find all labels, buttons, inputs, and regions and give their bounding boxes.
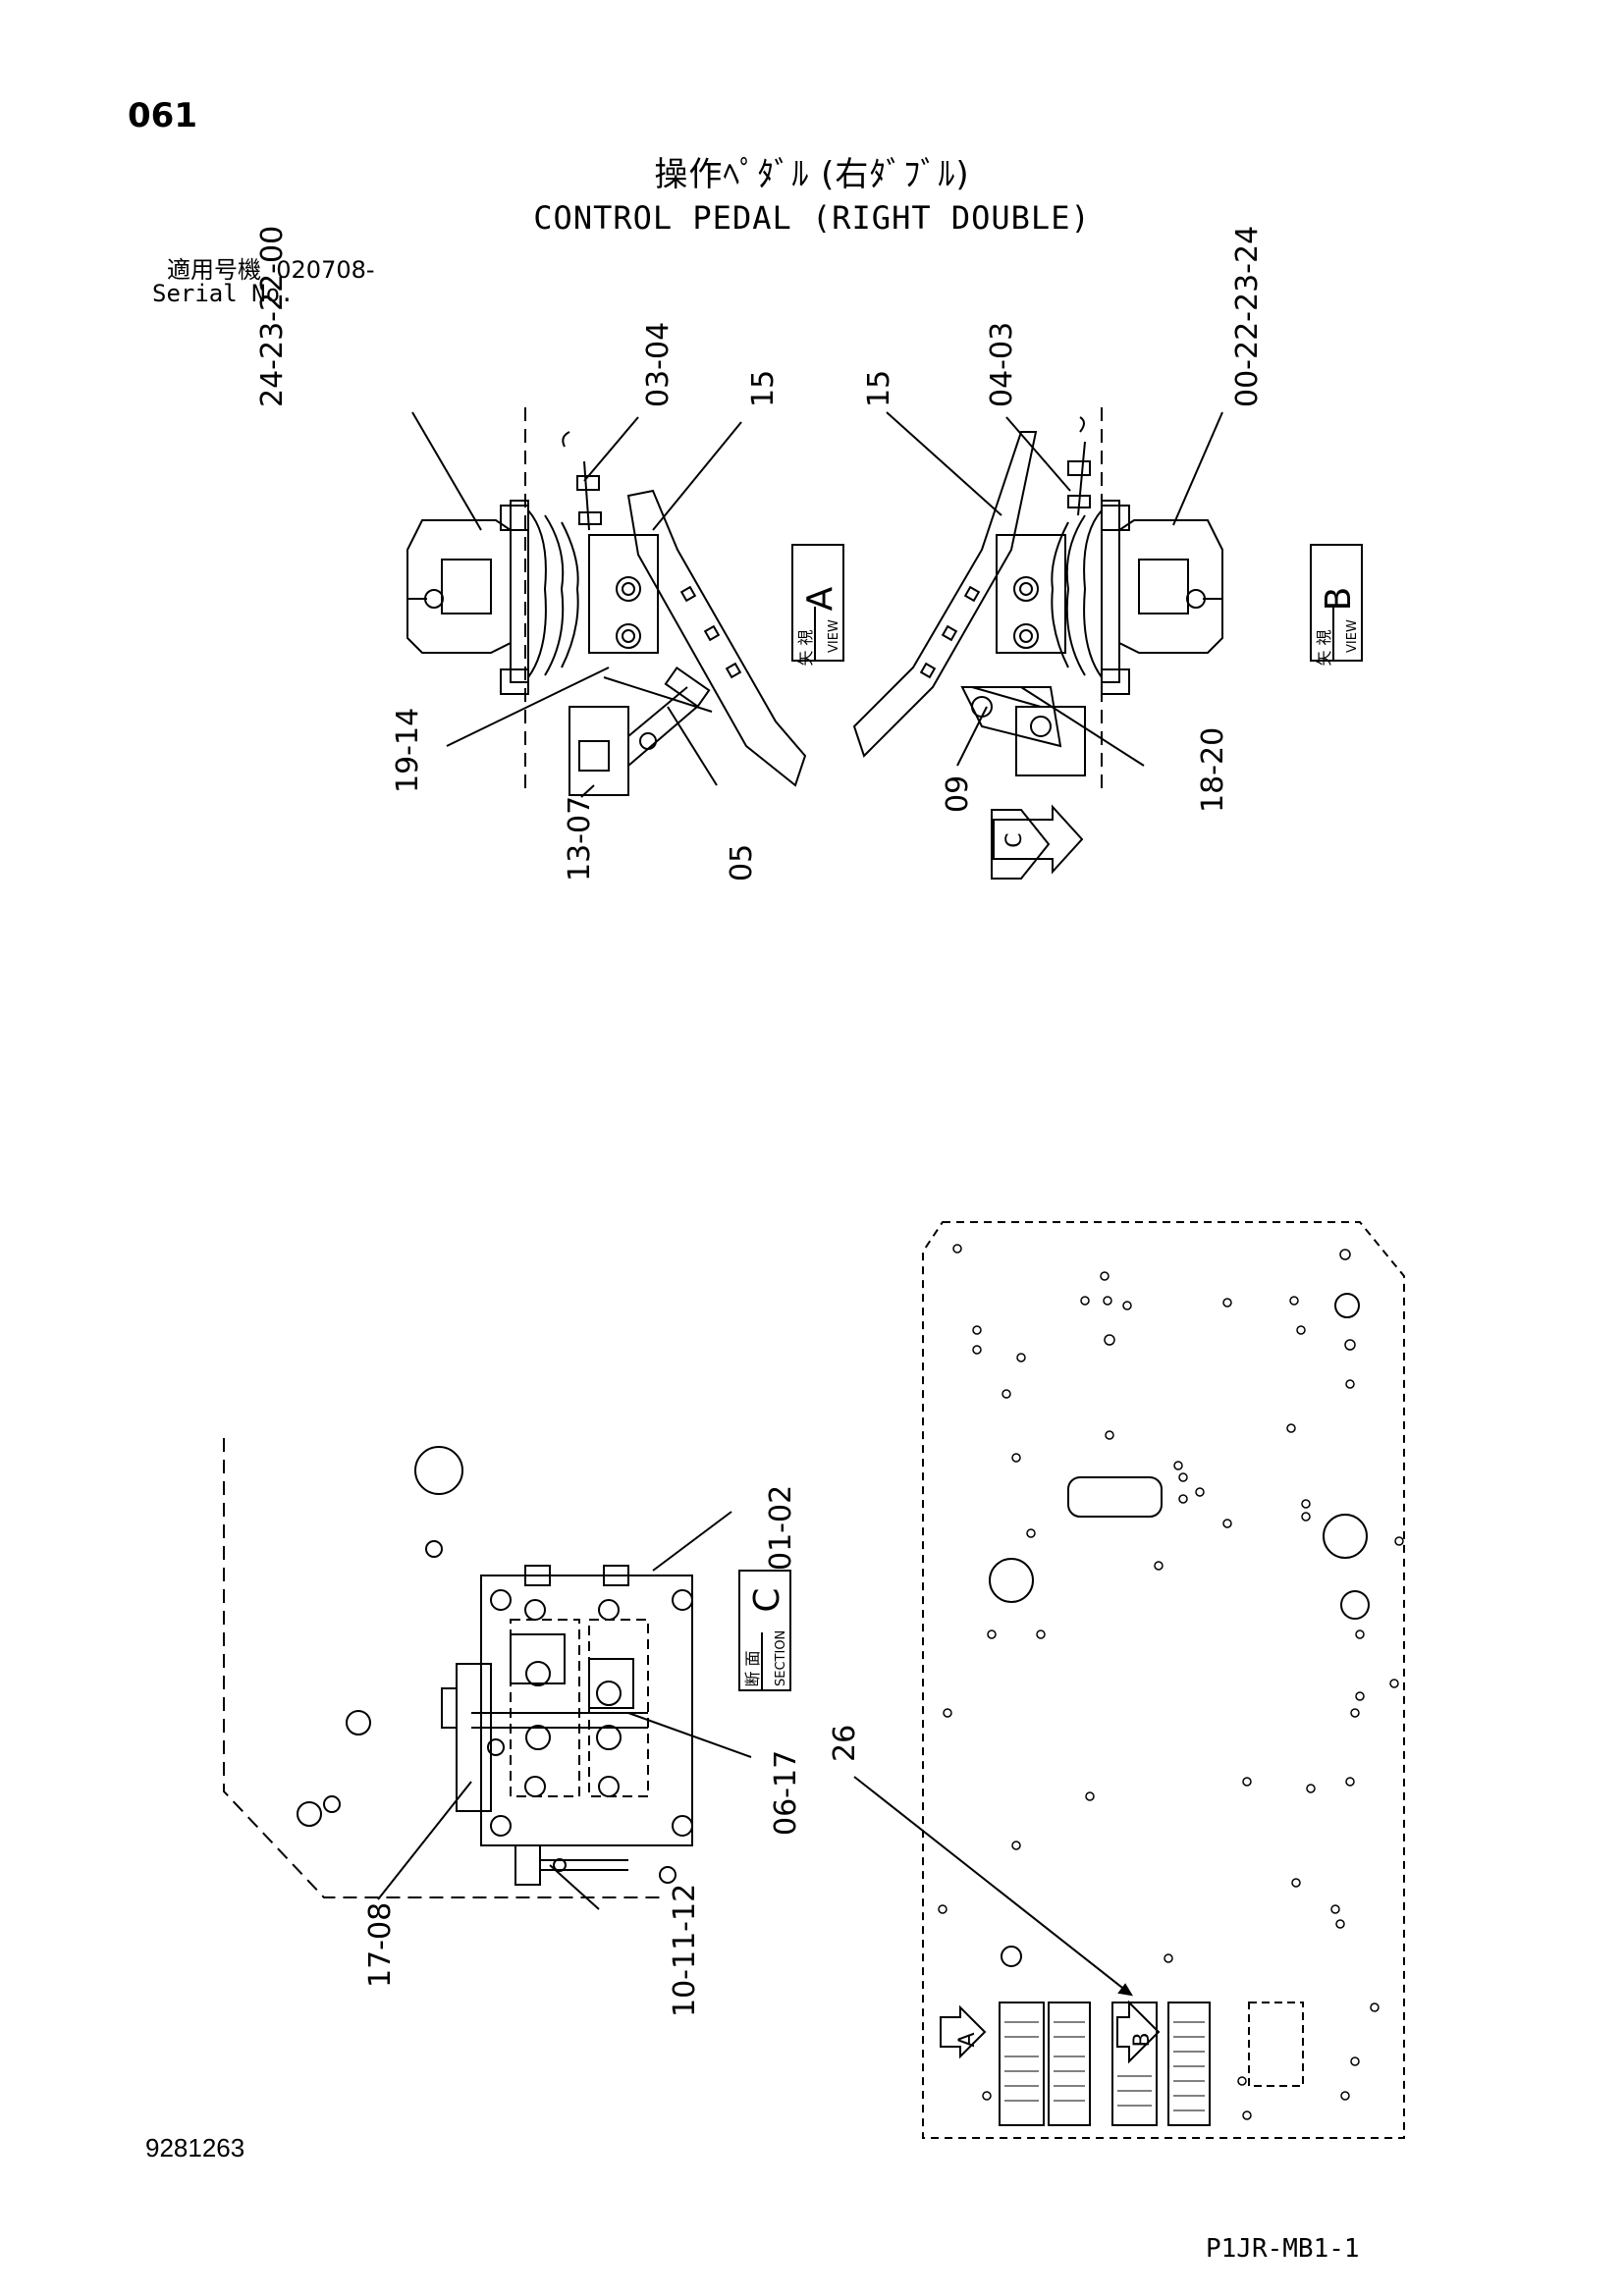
section-c-callout-valve: 06-17: [769, 1750, 803, 1836]
title-english: CONTROL PEDAL (RIGHT DOUBLE): [533, 199, 1091, 237]
view-b-callout-boot: 04-03: [985, 322, 1019, 407]
arrow-c: [991, 804, 1084, 880]
floor-plate: [922, 1221, 1405, 2139]
section-c-jp: 断 面: [743, 1650, 762, 1686]
view-a-letter: A: [800, 586, 840, 611]
view-a-en: VIEW: [827, 619, 841, 653]
view-b-box: [1310, 544, 1363, 662]
view-a-jp: 矢 視: [796, 629, 815, 666]
arrow-c-letter: C: [1002, 832, 1027, 847]
view-b-callout-valve: 00-22-23-24: [1230, 226, 1265, 407]
view-a-callout-pedal: 15: [746, 370, 781, 407]
page-number: 061: [128, 96, 197, 135]
view-a-callout-boot: 03-04: [641, 322, 676, 407]
section-c-callout-plate: 01-02: [764, 1485, 798, 1571]
title-japanese: 操作ﾍﾟﾀﾞﾙ (右ﾀﾞﾌﾞﾙ): [654, 155, 970, 194]
serial-value: 020708-: [276, 256, 375, 284]
section-c-drawing: [223, 1438, 693, 1898]
view-a-drawing: [406, 407, 807, 796]
floor-callout-mat: 26: [828, 1725, 862, 1762]
floor-arrow-b-letter: B: [1130, 2032, 1155, 2047]
view-b-callout-pedal: 15: [862, 370, 896, 407]
serial-label-jp: 適用号機: [167, 256, 261, 284]
document-number: 9281263: [145, 2133, 245, 2163]
section-c-callout-rod: 10-11-12: [668, 1884, 702, 2017]
view-b-drawing: [852, 407, 1223, 795]
view-a-callout-bracket: 13-07: [563, 796, 597, 881]
floor-arrow-a-letter: A: [955, 2032, 980, 2047]
sheet-code: P1JR-MB1-1: [1206, 2234, 1360, 2264]
view-b-callout-pin: 09: [941, 775, 975, 813]
section-c-letter: C: [747, 1587, 787, 1612]
section-c-box: [738, 1570, 791, 1691]
view-a-callout-bolt: 19-14: [391, 708, 425, 793]
view-b-letter: B: [1319, 587, 1359, 612]
view-b-en: VIEW: [1345, 619, 1360, 653]
serial-applicability: 適用号機 020708-: [167, 250, 375, 285]
view-b-callout-link: 18-20: [1196, 727, 1230, 813]
view-b-jp: 矢 視: [1315, 629, 1333, 666]
view-a-callout-link: 05: [725, 844, 759, 881]
section-c-callout-bolt: 17-08: [363, 1902, 398, 1988]
section-c-en: SECTION: [774, 1630, 788, 1686]
view-a-callout-valve: 24-23-22-00: [255, 226, 290, 407]
serial-label-en: Serial No.: [152, 280, 295, 307]
view-a-box: [791, 544, 844, 662]
